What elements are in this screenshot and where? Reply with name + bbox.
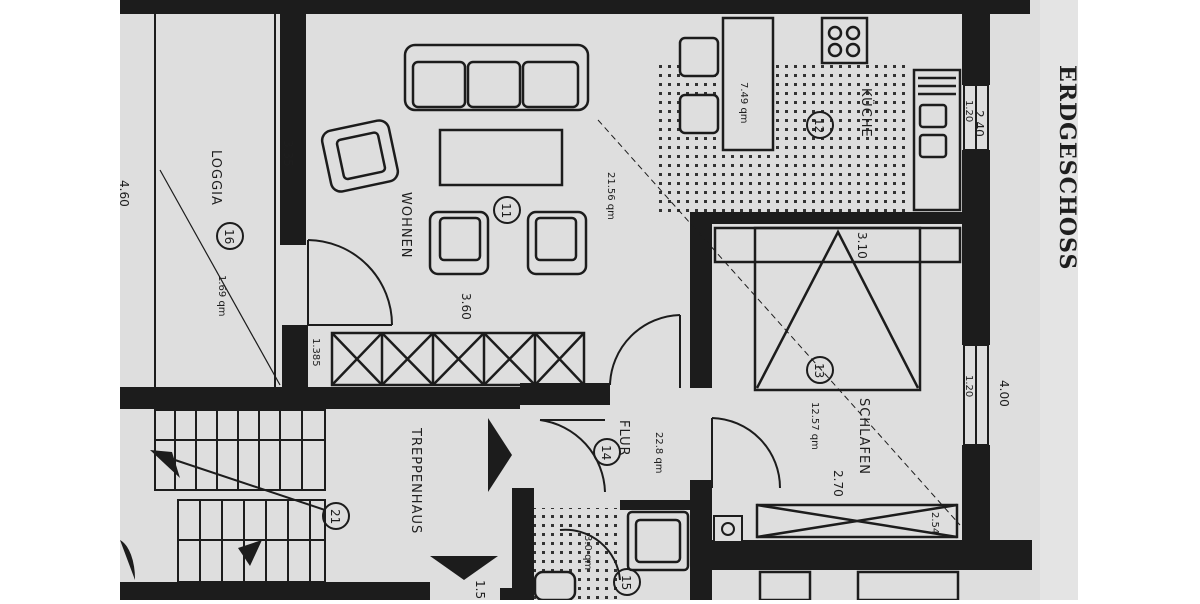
room-number-living: 11: [499, 203, 513, 218]
entry-arrow: [488, 418, 512, 492]
bed: [713, 226, 962, 392]
room-number-hall: 14: [599, 445, 613, 460]
paper-margin: [1040, 0, 1078, 600]
room-name-loggia: LOGGIA: [208, 150, 223, 206]
washer: [713, 515, 743, 543]
room-area-bedroom: 12.57 qm: [809, 402, 820, 450]
room-area-loggia: 1.69 qm: [216, 275, 227, 317]
plan-heading: ERDGESCHOSS: [1054, 65, 1080, 270]
window-label-0: 1.20: [963, 100, 974, 122]
doors: [539, 314, 781, 581]
room-name-hall: FLUR: [616, 420, 631, 457]
room-area-bath: 3.0 qm: [582, 535, 593, 570]
dim-stray-0: 4.60: [117, 180, 131, 207]
stair-arrow: [430, 556, 498, 580]
window-label-2: 1.385: [310, 338, 321, 367]
window-label-1: 1.20: [963, 375, 974, 397]
kitchen-window: [963, 84, 989, 151]
room-number-kitchen: 12: [812, 118, 826, 133]
room-area-hall: 22.8 qm: [653, 432, 664, 474]
labels: ERDGESCHOSS 4.60 2.40 4.00 WOHNEN 11 21.…: [117, 65, 1080, 599]
room-name-kitchen: KÜCHE: [858, 88, 875, 138]
staircase: [154, 409, 326, 583]
room-name-stairs: TREPPENHAUS: [408, 427, 423, 534]
cabinet: [330, 331, 586, 387]
room-number-circles: [216, 111, 834, 596]
room-area-kitchen: 7.49 qm: [738, 82, 749, 124]
dim-bedroom-2: 2.54: [929, 512, 940, 534]
dim-bedroom-0: 3.10: [855, 232, 869, 259]
dim-stray-1: 2.40: [972, 110, 986, 137]
coffee-table: [438, 128, 564, 187]
kitchen-floor-tiles: [655, 65, 910, 213]
sofa: [403, 43, 590, 112]
kitchen-furniture: [678, 16, 962, 212]
dim-bedroom-1: 2.70: [831, 470, 845, 497]
dim-loggia: 3.35: [281, 140, 295, 167]
dim-living: 3.60: [459, 293, 473, 320]
room-number-bedroom: 13: [812, 363, 826, 378]
wardrobe: [755, 503, 959, 539]
bath-fixtures: [533, 510, 960, 602]
room-number-loggia: 16: [222, 229, 236, 244]
room-number-stairs: 21: [328, 509, 342, 524]
armchairs: [320, 119, 588, 276]
bedroom-window: [963, 344, 989, 446]
walls: [120, 0, 1032, 600]
room-area-living: 21.56 qm: [605, 172, 616, 220]
room-name-bedroom: SCHLAFEN: [856, 398, 871, 475]
room-number-bath: 15: [619, 575, 633, 590]
room-name-living: WOHNEN: [398, 192, 413, 259]
corner-label: 1.5: [473, 580, 487, 599]
dim-stray-2: 4.00: [997, 380, 1011, 407]
